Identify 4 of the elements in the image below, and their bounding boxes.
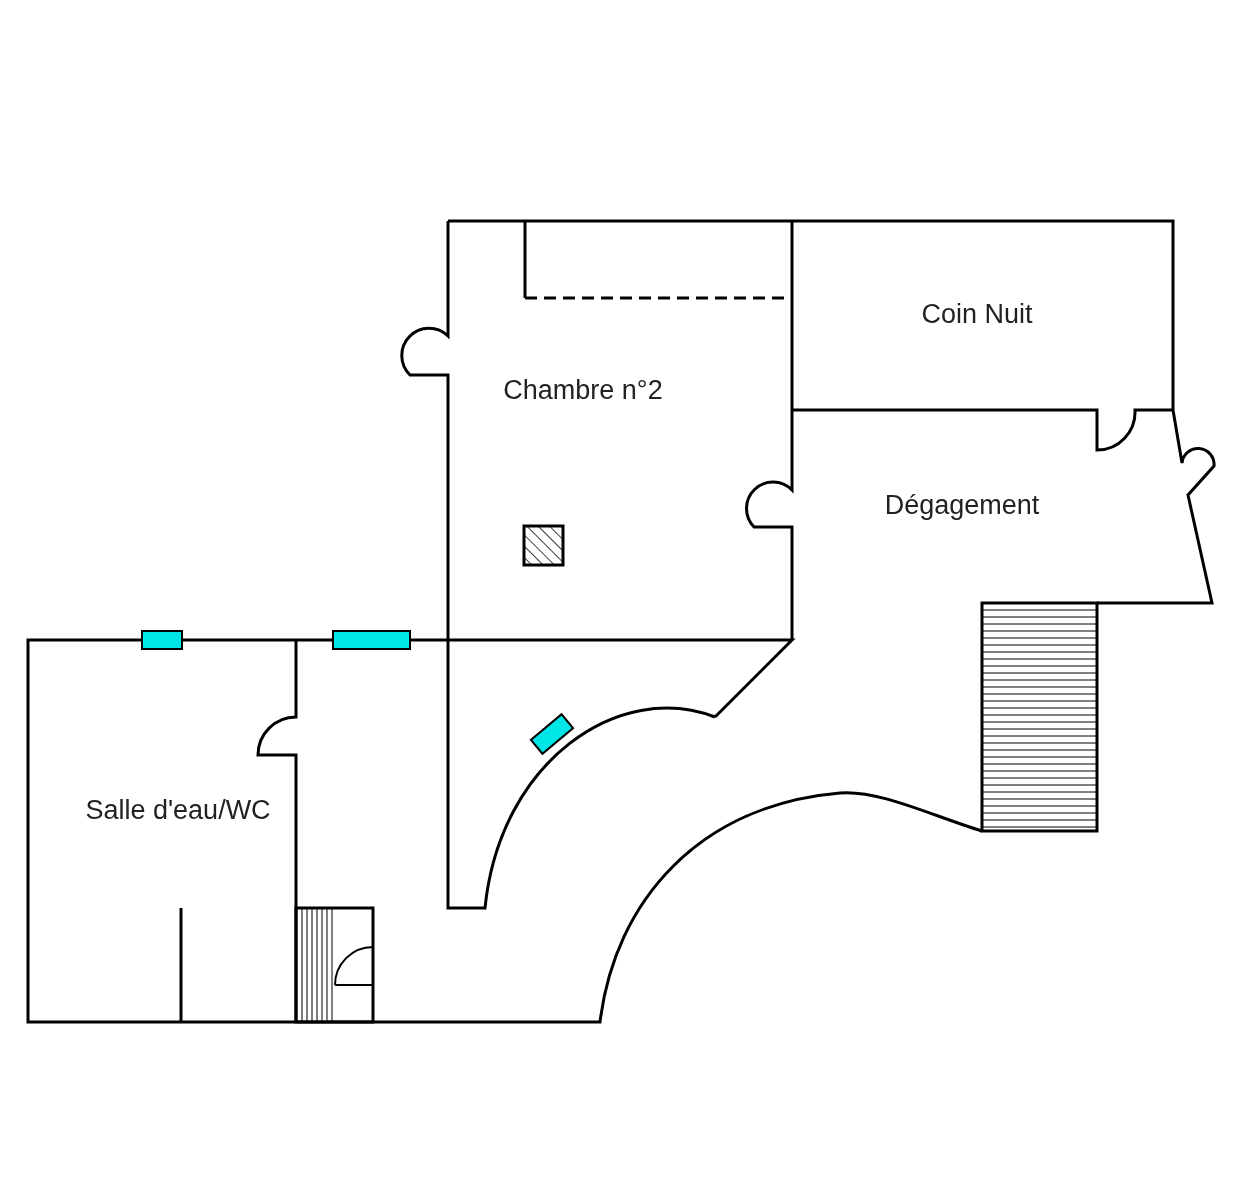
room-label: Salle d'eau/WC [85, 794, 271, 826]
room-label: Coin Nuit [921, 298, 1033, 330]
room-label: Chambre n°2 [503, 374, 663, 406]
room-label: Dégagement [884, 489, 1040, 521]
